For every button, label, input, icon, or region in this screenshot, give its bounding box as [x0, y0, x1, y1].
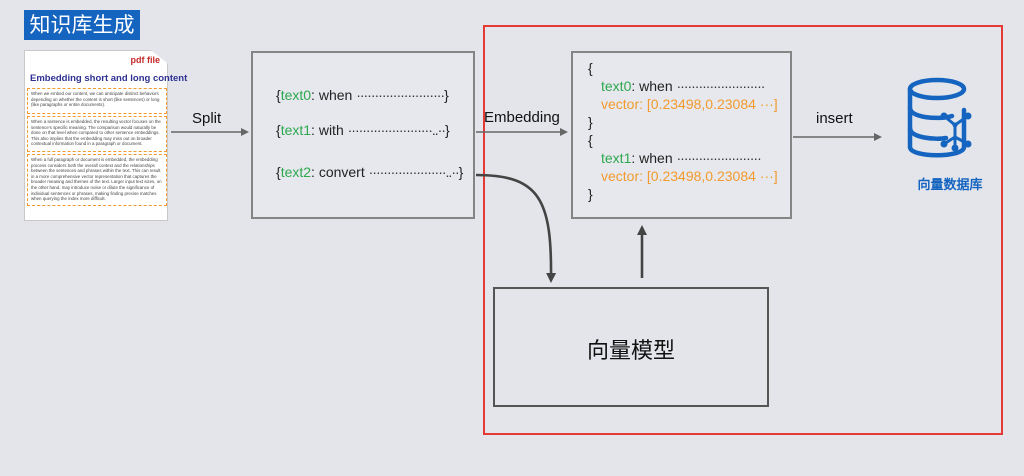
chunk-key: text2 [280, 164, 312, 180]
embedding-record-text: text0: when ························ [601, 78, 766, 94]
ellipsis-dots: ·······················..·· [347, 122, 446, 138]
vector-value: [0.23498,0.23084 ···] [646, 96, 778, 112]
embedding-model-box [493, 287, 769, 407]
vector-database-label: 向量数据库 [917, 178, 983, 193]
chunk-key: text1 [280, 122, 312, 138]
pdf-chunk: When a full paragraph or document is emb… [27, 154, 167, 206]
split-chunks-box [251, 51, 475, 219]
pdf-label: pdf file [130, 55, 161, 65]
embedding-label: Embedding [484, 109, 560, 126]
chunk-close: } [444, 122, 450, 138]
pdf-heading: Embedding short and long content [30, 73, 188, 84]
pdf-chunk: When a sentence is embedded, the resulti… [27, 116, 167, 152]
record-key: text0 [601, 78, 632, 94]
open-brace: { [588, 60, 593, 76]
ellipsis-dots: ························ [356, 87, 445, 103]
highlight-frame [483, 25, 1003, 435]
close-brace: } [588, 186, 593, 202]
embedding-record-text: text1: when ······················· [601, 150, 762, 166]
ellipsis-dots: ························ [676, 78, 766, 94]
chunk-close: } [458, 164, 464, 180]
vector-key: vector: [601, 96, 644, 112]
embedding-record-vector: vector: [0.23498,0.23084 ···] [601, 96, 778, 112]
chunk-word: convert [318, 164, 365, 180]
embedding-record-vector: vector: [0.23498,0.23084 ···] [601, 168, 778, 184]
chunk-close: } [444, 87, 449, 103]
chunk-word: with [318, 122, 344, 138]
split-label: Split [192, 110, 222, 127]
vector-value: [0.23498,0.23084 ···] [646, 168, 778, 184]
ellipsis-dots: ·····················..·· [368, 164, 460, 180]
record-key: text1 [601, 150, 632, 166]
pdf-document [24, 50, 168, 221]
chunk-key: text0 [280, 87, 312, 103]
open-brace: { [588, 132, 593, 148]
ellipsis-dots: ······················· [676, 150, 762, 166]
close-brace: } [588, 114, 593, 130]
database-network-icon [907, 77, 972, 158]
chunk-item: {text1: with ·······················..··… [276, 122, 450, 138]
record-word: when [639, 78, 673, 94]
vector-key: vector: [601, 168, 644, 184]
chunk-item: {text0: when ························} [276, 87, 449, 103]
to-model-arrow [475, 173, 557, 283]
chunk-item: {text2: convert ·····················..·… [276, 164, 464, 180]
insert-label: insert [816, 110, 853, 127]
record-word: when [639, 150, 673, 166]
pdf-chunk: When we embed our content, we can antici… [27, 88, 167, 114]
chunk-word: when [318, 87, 353, 103]
embedding-model-label: 向量模型 [586, 339, 675, 364]
page-title: 知识库生成 [24, 10, 140, 40]
embedding-result-box [571, 51, 792, 219]
